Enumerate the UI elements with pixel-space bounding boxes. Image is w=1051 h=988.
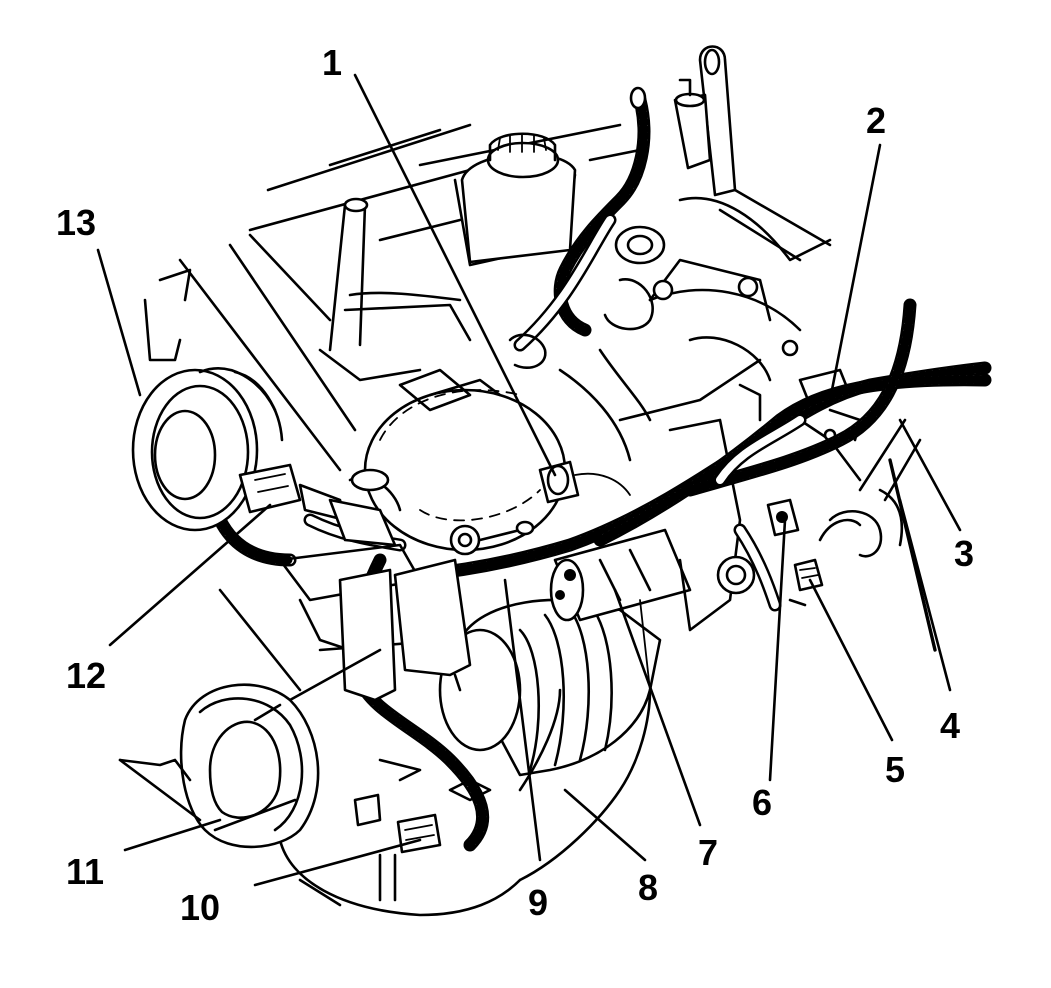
connector-10 (396, 813, 442, 854)
callout-labels: 1 2 3 4 5 6 7 8 9 10 11 12 13 (56, 42, 974, 928)
leader-9 (503, 578, 542, 862)
engine-block (143, 45, 832, 472)
callout-12: 12 (66, 655, 106, 696)
leader-5 (808, 578, 894, 742)
leader-11 (123, 818, 222, 852)
crankshaft-pulley (118, 648, 382, 849)
callout-4: 4 (940, 705, 960, 746)
ignition-module-area (363, 368, 631, 556)
oil-filler-cap (460, 132, 577, 264)
leader-10 (253, 838, 422, 887)
bellhousing (668, 368, 937, 652)
leader-6 (768, 518, 787, 782)
alternator-pulley (131, 367, 284, 532)
leader-1 (353, 73, 557, 477)
leader-12 (108, 503, 272, 647)
callout-1: 1 (322, 42, 342, 83)
callout-2: 2 (866, 100, 886, 141)
vacuum-hose-bundle (508, 86, 666, 370)
dipstick-tube (698, 45, 832, 262)
callout-10: 10 (180, 887, 220, 928)
callout-5: 5 (885, 749, 905, 790)
leader-2 (828, 143, 882, 402)
connector-6 (766, 498, 800, 537)
callout-13: 13 (56, 202, 96, 243)
leader-3 (898, 418, 962, 532)
knock-sensor-connector (538, 460, 631, 504)
leader-lines (96, 73, 962, 887)
crankshaft-sensor (788, 558, 824, 607)
callout-11: 11 (66, 851, 104, 892)
leader-7 (613, 588, 702, 827)
callout-6: 6 (752, 782, 772, 823)
oil-pan (218, 543, 652, 917)
leader-13 (96, 248, 142, 397)
callout-8: 8 (638, 867, 658, 908)
leader-8 (563, 788, 647, 862)
callout-7: 7 (698, 832, 718, 873)
leader-4 (898, 498, 952, 692)
starter-motor (438, 528, 692, 777)
callout-9: 9 (528, 882, 548, 923)
callout-3: 3 (954, 533, 974, 574)
connector-12 (238, 463, 402, 547)
